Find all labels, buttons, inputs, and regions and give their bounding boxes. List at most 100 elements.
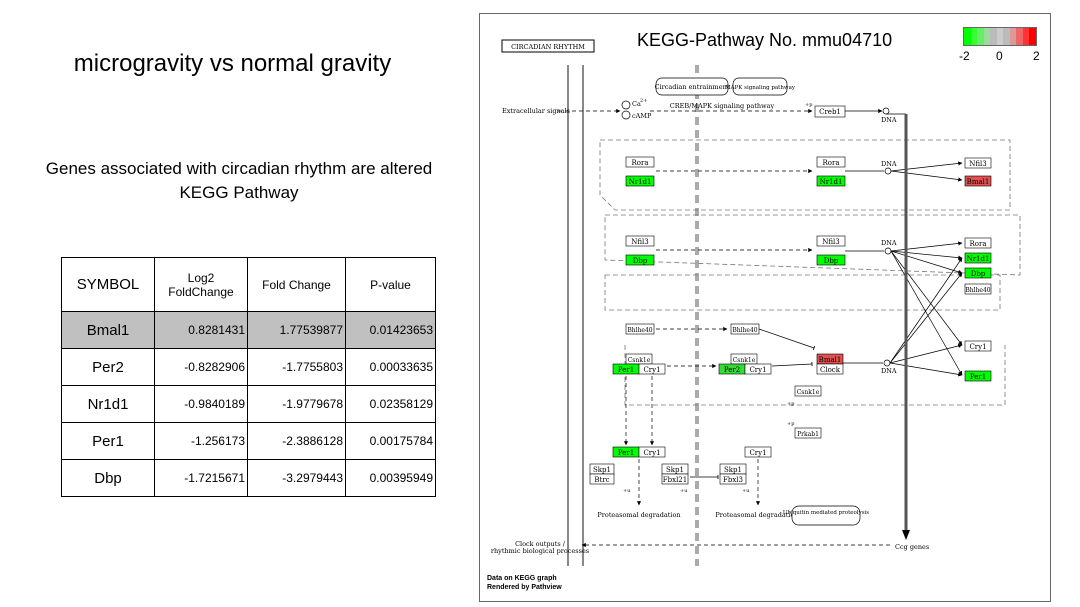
label-dbp-3: Dbp [971,270,986,278]
circadian-entrainment-box[interactable] [655,77,729,96]
label-cry1-4: Cry1 [643,449,660,457]
footer-line-2: Rendered by Pathview [487,584,562,591]
legend-swatch-0 [964,28,971,45]
gene-table: SYMBOL Log2 FoldChange Fold Change P-val… [61,257,436,497]
label-clock: Clock [820,366,841,374]
legend-tick-min: -2 [959,49,970,63]
gene-clock[interactable] [816,363,844,375]
label-ca: Ca [632,100,641,108]
label-phosphorylation-3: +p [787,421,794,427]
kegg-panel [479,13,1051,602]
label-skp1-1: Skp1 [593,466,611,474]
gene-prkab1[interactable] [794,427,822,439]
kegg-title: KEGG-Pathway No. mmu04710 [637,30,893,50]
legend-swatch-9 [1022,28,1030,45]
label-proteasomal-2: Proteasomal degradation [715,511,798,519]
label-cry1-3: Cry1 [969,343,986,351]
gene-dbp-1[interactable] [625,254,655,266]
label-clock-outputs-1: Clock outputs / [515,540,566,548]
cell-symbol: Per1 [61,422,155,460]
gene-per1-3[interactable] [964,370,992,382]
table-header-row: SYMBOL Log2 FoldChange Fold Change P-val… [61,257,436,312]
legend-swatch-8 [1016,28,1023,45]
gene-cry1-5[interactable] [744,446,772,458]
table-row: Per2 -0.8282906 -1.7755803 0.00033635 [61,348,436,386]
label-csnk1e-3: Csnk1e [797,389,820,396]
gene-btrc[interactable] [589,473,615,485]
dna-creb1 [882,107,890,115]
label-dna-2: DNA [881,160,897,168]
gene-cry1-4[interactable] [638,446,666,458]
label-mapk: MAPK signaling pathway [725,85,796,91]
gene-fbxl21[interactable] [661,473,689,485]
camp-compound [621,110,631,120]
gene-rora-3[interactable] [964,237,992,249]
gene-fbxl3[interactable] [719,473,747,485]
gene-cry1-2[interactable] [744,363,772,375]
cell-symbol: Bmal1 [61,311,155,349]
label-phosphorylation-2: +p [787,401,794,407]
label-dna-3: DNA [881,239,897,247]
label-cry1-2: Cry1 [749,366,766,374]
gene-csnk1e-3[interactable] [794,385,822,397]
legend-swatch-1 [970,28,978,45]
label-nr1d1-2: Nr1d1 [820,178,843,186]
gene-nr1d1-3[interactable] [964,252,992,264]
label-ccg: Ccg genes [895,543,929,551]
label-btrc: Btrc [594,476,609,484]
cell-fc: -1.9779678 [247,385,346,423]
legend-swatch-7 [1009,28,1017,45]
slide-title: microgravity vs normal gravity [73,50,392,77]
legend-tick-max: 2 [1033,49,1040,63]
label-bhlhe40-2: Bhlhe40 [732,327,757,334]
cell-fc: 1.77539877 [247,311,346,349]
gene-bmal1-1[interactable] [964,175,992,187]
mapk-signaling-box[interactable] [732,77,788,96]
gene-nfil3-3[interactable] [816,235,846,247]
legend-swatch-2 [977,28,984,45]
label-nr1d1-3: Nr1d1 [967,255,990,263]
label-csnk1e-1: Csnk1e [628,357,651,364]
gene-creb1[interactable] [814,105,846,118]
gene-bhlhe40-3[interactable] [964,283,992,295]
label-rora-2: Rora [822,159,839,167]
gene-cry1-3[interactable] [964,340,992,352]
slide-subtitle: Genes associated with circadian rhythm a… [0,157,478,205]
label-nr1d1-1: Nr1d1 [629,178,652,186]
table-row: Dbp -1.7215671 -3.2979443 0.00395949 [61,459,436,497]
gene-rora-2[interactable] [816,156,846,168]
color-legend: -2 0 2 [959,27,1040,64]
header-log2fc: Log2 FoldChange [154,257,248,312]
label-dna-4: DNA [881,367,897,375]
label-phosphorylation: +p [805,102,812,108]
label-fbxl3: Fbxl3 [723,476,743,484]
gene-rora-1[interactable] [625,156,655,168]
label-rora-3: Rora [969,240,986,248]
label-ubiquitin: Ubiquitin mediated proteolysis [783,510,869,516]
label-ca-charge: 2+ [640,98,647,104]
gene-nr1d1-2[interactable] [816,175,846,187]
label-cry1-5: Cry1 [749,449,766,457]
table-row: Bmal1 0.8281431 1.77539877 0.01423653 [61,311,436,349]
gene-dbp-2[interactable] [816,254,846,266]
label-ubiquitination-1: +u [623,488,631,494]
ubiquitin-proteolysis-box[interactable] [791,505,861,526]
header-symbol: SYMBOL [61,257,155,312]
subtitle-line-1: Genes associated with circadian rhythm a… [45,159,433,178]
gene-nr1d1-1[interactable] [625,175,655,187]
table-row: Nr1d1 -0.9840189 -1.9779678 0.02358129 [61,385,436,423]
label-proteasomal-1: Proteasomal degradation [597,511,680,519]
label-extracellular: Extracellular signals [502,107,570,115]
label-csnk1e-2: Csnk1e [733,357,756,364]
gene-nfil3-2[interactable] [625,235,655,247]
legend-swatch-4 [990,28,997,45]
gene-dbp-3[interactable] [964,267,992,279]
label-ubiquitination-2: +u [680,488,688,494]
cell-pvalue: 0.02358129 [345,385,436,423]
gene-cry1-1[interactable] [638,363,666,375]
cell-fc: -1.7755803 [247,348,346,386]
gene-bhlhe40-1[interactable] [625,323,655,335]
gene-nfil3-1[interactable] [964,157,992,169]
cell-pvalue: 0.00395949 [345,459,436,497]
